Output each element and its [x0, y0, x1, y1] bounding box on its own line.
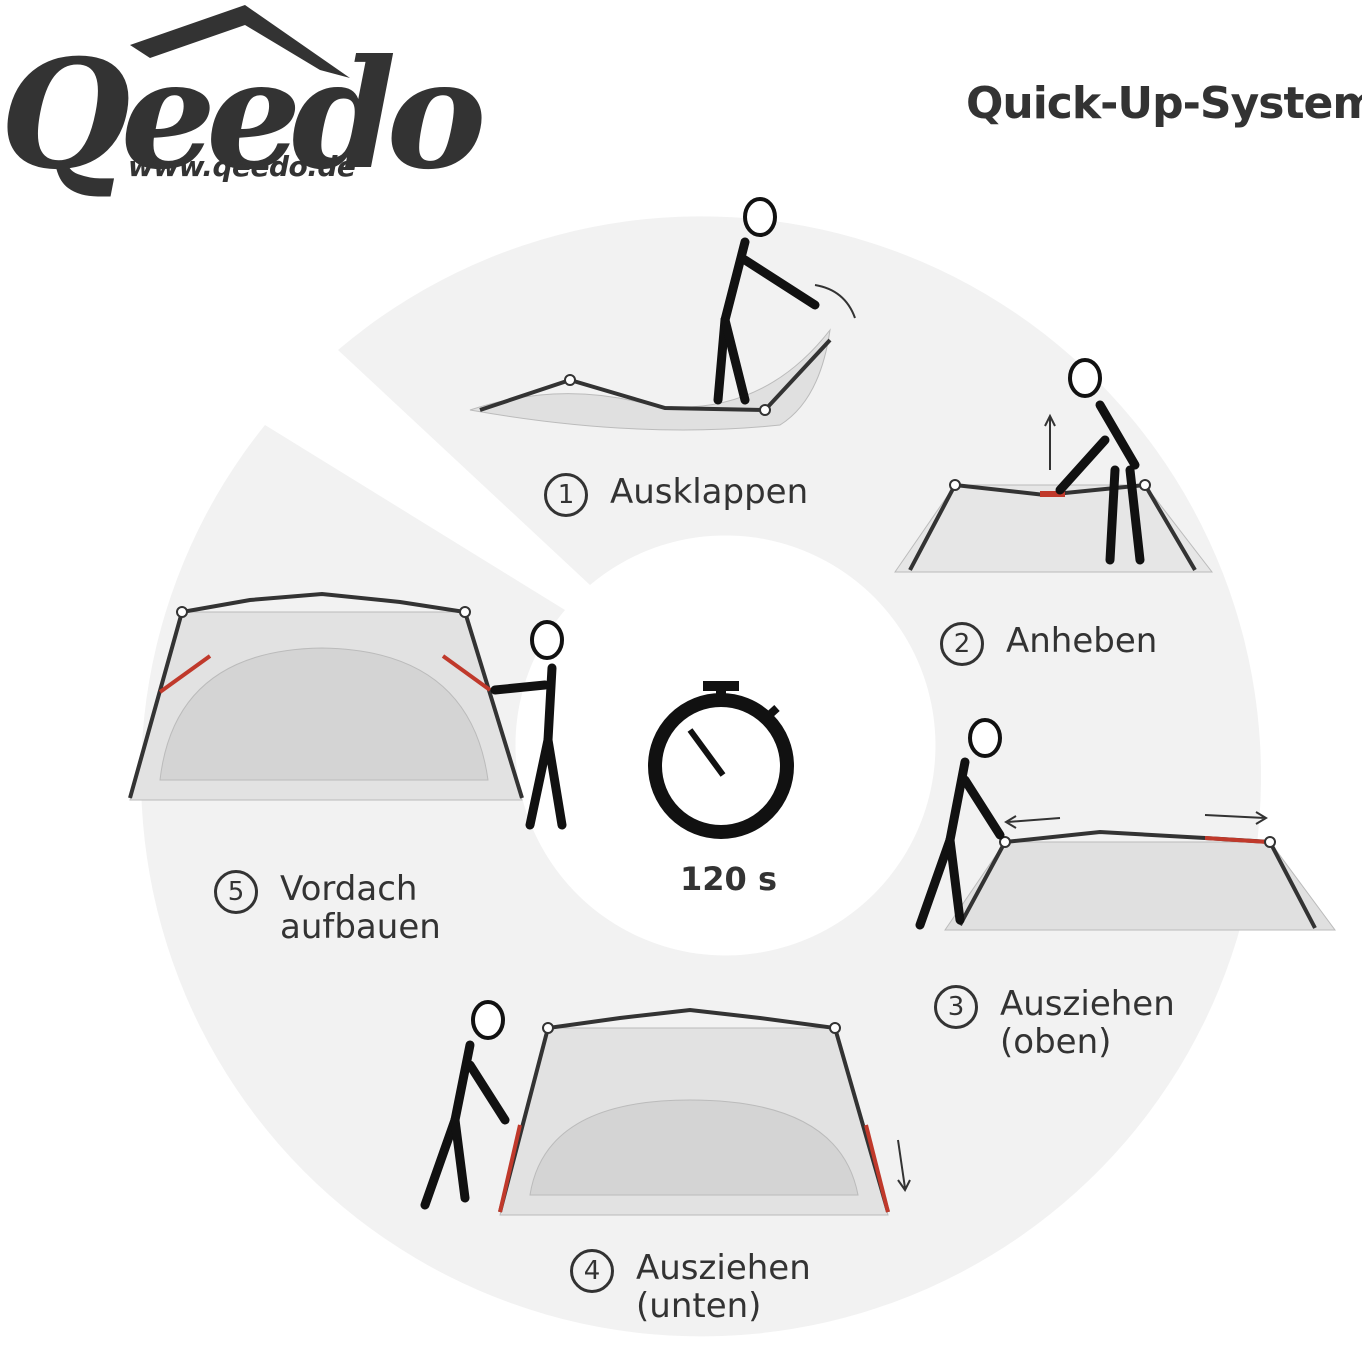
step-1-text: Ausklappen — [610, 472, 809, 512]
step-3-number: 3 — [934, 985, 978, 1029]
stick-figure-icon — [1055, 358, 1145, 565]
timer-label: 120 s — [680, 860, 777, 898]
stopwatch-icon — [648, 681, 794, 839]
stick-figure-icon — [915, 718, 1005, 930]
step-2-number: 2 — [940, 622, 984, 666]
arrow-icon — [1204, 811, 1268, 825]
step4-scene — [420, 1000, 911, 1216]
arrow-icon — [1044, 413, 1056, 470]
step-3-text-line2: (oben) — [1000, 1022, 1112, 1062]
brand-url: www.qeedo.de — [128, 150, 356, 183]
arrow-icon — [814, 284, 856, 319]
step-1-number: 1 — [544, 473, 588, 517]
step-1-label: 1 Ausklappen — [544, 473, 808, 517]
page-title: Quick-Up-System — [966, 78, 1362, 129]
arrow-icon — [897, 1139, 911, 1192]
step-3-text-line1: Ausziehen — [1000, 984, 1175, 1024]
step2-scene — [894, 358, 1214, 573]
step-5-number: 5 — [214, 870, 258, 914]
step-4-text-line1: Ausziehen — [636, 1248, 811, 1288]
tent-frame-icon — [469, 328, 831, 431]
stick-figure-icon — [713, 197, 820, 405]
step-2-text: Anheben — [1006, 621, 1158, 661]
brand-logo: Qeedo — [0, 27, 486, 203]
step-4-text-line2: (unten) — [636, 1286, 762, 1326]
arrow-icon — [1004, 815, 1061, 829]
stick-figure-icon — [490, 620, 567, 830]
step-4-number: 4 — [570, 1249, 614, 1293]
step5-scene — [128, 591, 567, 830]
step-5-text-line1: Vordach — [280, 869, 418, 909]
step-2-label: 2 Anheben — [940, 622, 1157, 666]
step1-scene — [469, 197, 856, 431]
step-4-label: 4 Ausziehen(unten) — [570, 1249, 811, 1325]
logo-roof-icon — [130, 5, 350, 78]
stick-figure-icon — [420, 1000, 510, 1210]
step3-scene — [915, 718, 1336, 931]
step-5-text-line2: aufbauen — [280, 907, 441, 947]
step-3-label: 3 Ausziehen(oben) — [934, 985, 1175, 1061]
